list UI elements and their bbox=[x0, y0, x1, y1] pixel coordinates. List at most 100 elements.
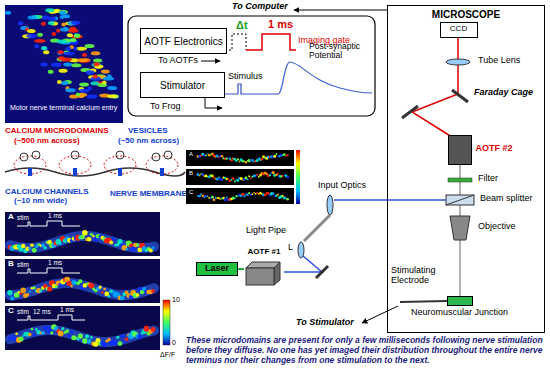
label: Light Pipe bbox=[246, 226, 286, 236]
label: B bbox=[189, 170, 193, 177]
heat-blob bbox=[107, 94, 119, 98]
heat-blob bbox=[26, 34, 37, 38]
label: A bbox=[189, 151, 193, 158]
heat-blob bbox=[269, 174, 271, 176]
heat-blob bbox=[44, 246, 47, 249]
colorbar bbox=[296, 150, 300, 204]
heat-blob bbox=[144, 326, 150, 332]
strip bbox=[186, 188, 294, 204]
heat-blob bbox=[272, 192, 274, 194]
heat-blob bbox=[99, 286, 102, 289]
microdomains bbox=[14, 156, 178, 174]
heat-blob bbox=[120, 334, 124, 338]
heat-blob bbox=[59, 51, 63, 55]
heat-blob bbox=[29, 290, 31, 292]
heat-blob bbox=[63, 51, 75, 55]
heat-blob bbox=[87, 94, 98, 98]
heat-blob bbox=[15, 333, 18, 336]
heat-blob bbox=[125, 248, 128, 251]
label: To Computer bbox=[232, 2, 288, 12]
heat-blob bbox=[41, 46, 47, 50]
heat-blob bbox=[208, 154, 211, 157]
label: Stimulus bbox=[228, 72, 263, 82]
label: Beam splitter bbox=[480, 194, 533, 204]
laser-box: Laser bbox=[196, 262, 238, 276]
heat-blob bbox=[91, 51, 100, 55]
heat-blob bbox=[282, 195, 284, 197]
heat-blob bbox=[91, 81, 99, 85]
light-pipe bbox=[304, 215, 330, 241]
heat-blob bbox=[122, 245, 128, 251]
heat-blob bbox=[253, 192, 255, 194]
heat-blob bbox=[70, 38, 76, 42]
heat-blob bbox=[136, 293, 140, 297]
heat-blob bbox=[224, 198, 227, 201]
heat-blob bbox=[73, 47, 77, 51]
heat-blob bbox=[248, 175, 250, 177]
channel bbox=[160, 168, 164, 176]
heat-blobs bbox=[5, 8, 119, 98]
label: 1 ms bbox=[48, 212, 62, 219]
heat-blob bbox=[59, 10, 68, 14]
heat-blob bbox=[234, 197, 236, 199]
heat-blob bbox=[255, 193, 257, 195]
heat-blob bbox=[240, 177, 243, 180]
heat-blob bbox=[65, 88, 75, 92]
heat-blob bbox=[61, 23, 66, 27]
heat-blob bbox=[77, 58, 89, 62]
heat-blob bbox=[48, 70, 54, 74]
heat-blob bbox=[286, 176, 289, 179]
label: Stimulating Electrode bbox=[391, 266, 453, 286]
heat-blob bbox=[286, 154, 288, 156]
stimulus-pulse bbox=[225, 84, 278, 94]
label: CALCIUM MICRODOMAINS bbox=[5, 127, 109, 136]
heat-blobs bbox=[7, 230, 155, 347]
trace bbox=[17, 268, 80, 273]
channel bbox=[73, 168, 77, 176]
heat-blob bbox=[103, 77, 115, 81]
laser-beam bbox=[238, 268, 244, 270]
heat-blob bbox=[71, 21, 80, 25]
heat-blob bbox=[28, 333, 32, 337]
heat-blob bbox=[39, 289, 42, 292]
heat-blob bbox=[79, 82, 89, 86]
heat-blob bbox=[60, 28, 70, 32]
heat-blob bbox=[277, 194, 279, 196]
caption-text: These microdomains are present for only … bbox=[186, 335, 544, 366]
lens bbox=[298, 242, 304, 258]
arrow bbox=[294, 10, 387, 11]
heat-blob bbox=[118, 341, 123, 346]
label: To Frog bbox=[150, 102, 181, 112]
heat-blob bbox=[256, 192, 258, 194]
heat-blob bbox=[221, 179, 223, 181]
heat-blob bbox=[28, 247, 31, 250]
heat-blob bbox=[199, 175, 201, 177]
heat-blob bbox=[152, 247, 155, 250]
heat-blob bbox=[112, 237, 115, 240]
process-box: AOTF Electronics bbox=[140, 28, 227, 54]
heat-blob bbox=[70, 285, 73, 288]
label: CALCIUM CHANNELS bbox=[5, 188, 89, 197]
label: (~10 nm wide) bbox=[14, 197, 67, 206]
heat-blob bbox=[68, 334, 72, 338]
heat-blob bbox=[58, 331, 64, 337]
heat-blob bbox=[69, 27, 76, 31]
strip bbox=[186, 150, 294, 166]
vesicle bbox=[20, 153, 28, 161]
timing-traces bbox=[17, 221, 85, 320]
label: B bbox=[8, 260, 14, 269]
heat-blob bbox=[247, 178, 249, 180]
panel bbox=[5, 212, 160, 256]
arrow bbox=[205, 98, 222, 108]
heat-blob bbox=[55, 285, 58, 288]
heat-blob bbox=[277, 173, 279, 175]
heat-blob bbox=[273, 155, 276, 158]
heat-blob bbox=[19, 337, 24, 342]
label: NERVE MEMBRANE bbox=[110, 190, 187, 199]
heat-blob bbox=[57, 40, 67, 44]
node-text: AOTF #2 bbox=[476, 144, 513, 154]
heat-blob bbox=[86, 70, 95, 74]
channels bbox=[28, 168, 164, 176]
label: Faraday Cage bbox=[474, 88, 533, 98]
